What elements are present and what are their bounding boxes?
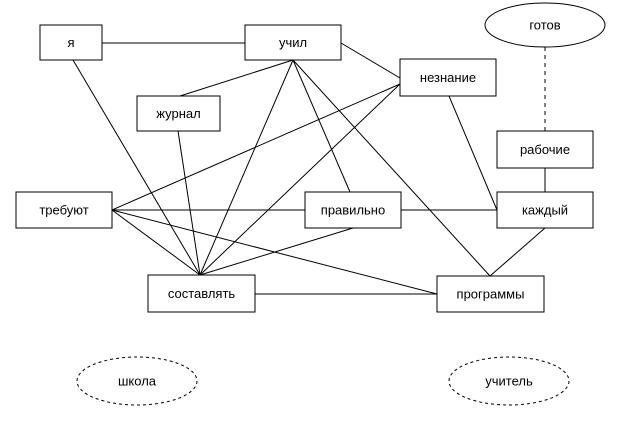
node-neznanie-label: незнание (420, 70, 476, 85)
node-pravilno: правильно (304, 191, 402, 229)
node-pravilno-label: правильно (321, 203, 385, 218)
node-trebuyut-shape (15, 191, 113, 229)
edge-uchil-programmy (292, 59, 491, 277)
node-uchitel-label: учитель (485, 374, 533, 389)
node-programmy: программы (436, 275, 545, 313)
node-rabochie-label: рабочие (520, 142, 570, 157)
node-uchitel-shape (448, 356, 570, 406)
node-neznanie: незнание (399, 58, 497, 97)
node-programmy-label: программы (457, 287, 525, 302)
edge-uchil-sostavlyat (199, 59, 294, 276)
node-uchil-shape (244, 24, 342, 61)
node-neznanie-shape (399, 58, 497, 97)
node-trebuyut: требуют (15, 191, 113, 229)
node-zhurnal: журнал (136, 95, 221, 132)
node-shkola-shape (76, 356, 198, 406)
node-zhurnal-shape (136, 95, 221, 132)
node-kazhdy-label: каждый (522, 203, 568, 218)
node-gotov: готов (484, 2, 606, 48)
edge-neznanie-sostavlyat (199, 83, 401, 276)
node-zhurnal-label: журнал (156, 106, 200, 121)
node-rabochie-shape (496, 130, 594, 169)
node-kazhdy-shape (496, 191, 594, 229)
node-kazhdy: каждый (496, 191, 594, 229)
node-ya: я (39, 24, 103, 61)
node-gotov-label: готов (529, 18, 560, 33)
node-trebuyut-label: требуют (39, 203, 88, 218)
edge-neznanie-trebuyut (111, 83, 401, 211)
edge-uchil-zhurnal (179, 59, 294, 97)
node-pravilno-shape (304, 191, 402, 229)
edge-neznanie-kazhdy (448, 95, 498, 211)
node-sostavlyat-shape (147, 274, 256, 313)
edge-kazhdy-programmy (489, 227, 546, 277)
node-shkola-label: школа (118, 374, 157, 389)
edges-layer (72, 42, 546, 295)
edge-uchil-neznanie (340, 42, 401, 79)
node-shkola: школа (76, 356, 198, 406)
node-sostavlyat-label: составлять (168, 286, 236, 301)
edge-trebuyut-sostavlyat (111, 209, 201, 276)
edge-pravilno-sostavlyat (199, 227, 354, 276)
edge-uchil-pravilno (292, 59, 351, 193)
node-gotov-shape (484, 2, 606, 48)
edge-zhurnal-sostavlyat (177, 130, 201, 276)
nodes-layer: я учил готов журнал незнание рабочие требуют пр… (15, 2, 606, 406)
node-programmy-shape (436, 275, 545, 313)
node-ya-label: я (67, 35, 74, 50)
node-uchitel: учитель (448, 356, 570, 406)
node-sostavlyat: составлять (147, 274, 256, 313)
node-uchil: учил (244, 24, 342, 61)
edge-ya-sostavlyat (72, 59, 201, 276)
node-rabochie: рабочие (496, 130, 594, 169)
node-uchil-label: учил (279, 35, 307, 50)
node-ya-shape (39, 24, 103, 61)
